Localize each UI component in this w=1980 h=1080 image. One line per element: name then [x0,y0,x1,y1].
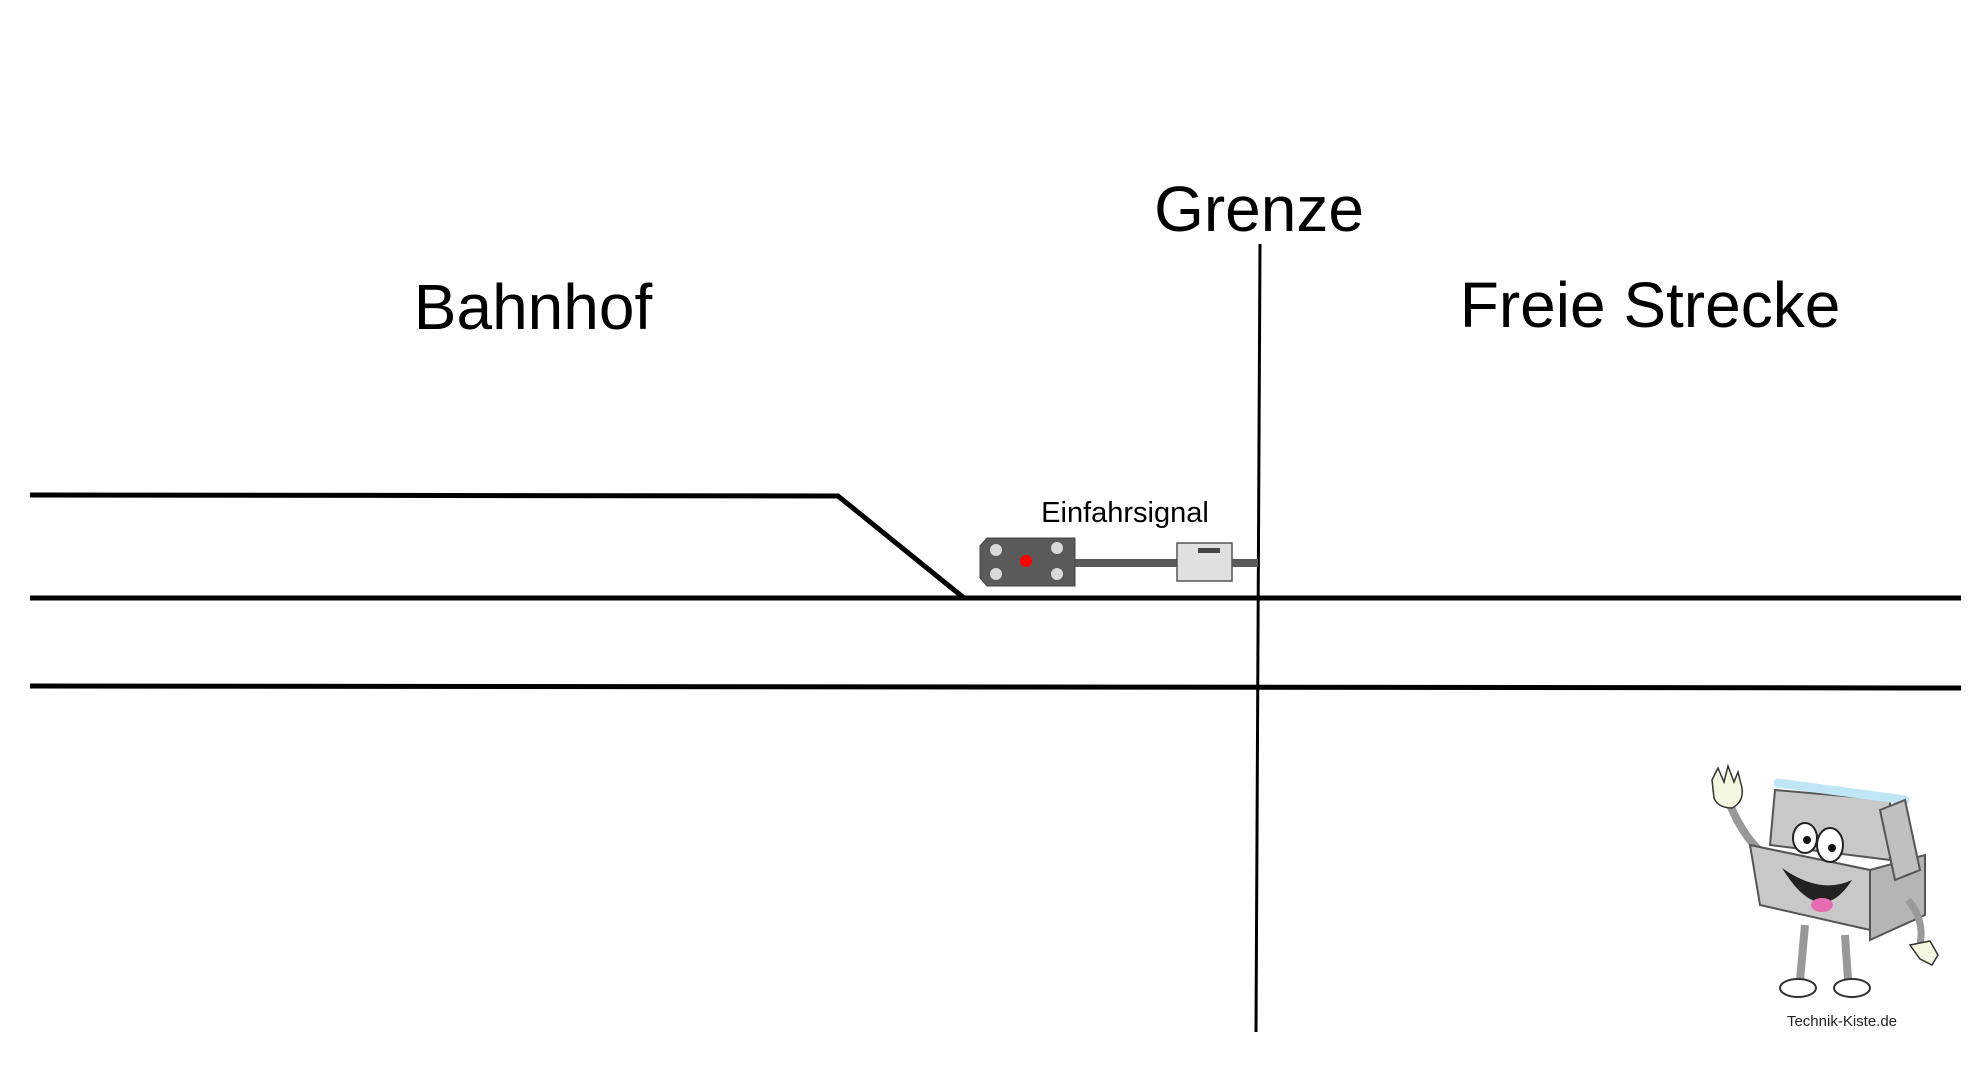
second-track [29,683,1962,691]
signal-lamp-red [1020,555,1032,567]
signal-lamp [1051,568,1063,580]
boundary-line [1254,243,1262,1033]
label-open-line: Freie Strecke [1459,269,1841,341]
signal-pole [1070,559,1258,567]
toolbox-mascot-logo [1711,763,1939,998]
signal-lamp [1051,542,1063,554]
signal-lamp [990,568,1002,580]
label-station: Bahnhof [413,271,653,343]
entry-signal [979,537,1258,587]
logo-text: Technik-Kiste.de [1786,1013,1898,1030]
siding-track [29,492,966,600]
signal-box-slot [1198,548,1220,553]
signal-lamp [990,544,1002,556]
label-boundary: Grenze [1154,173,1364,245]
label-entry-signal: Einfahrsignal [1041,497,1209,529]
